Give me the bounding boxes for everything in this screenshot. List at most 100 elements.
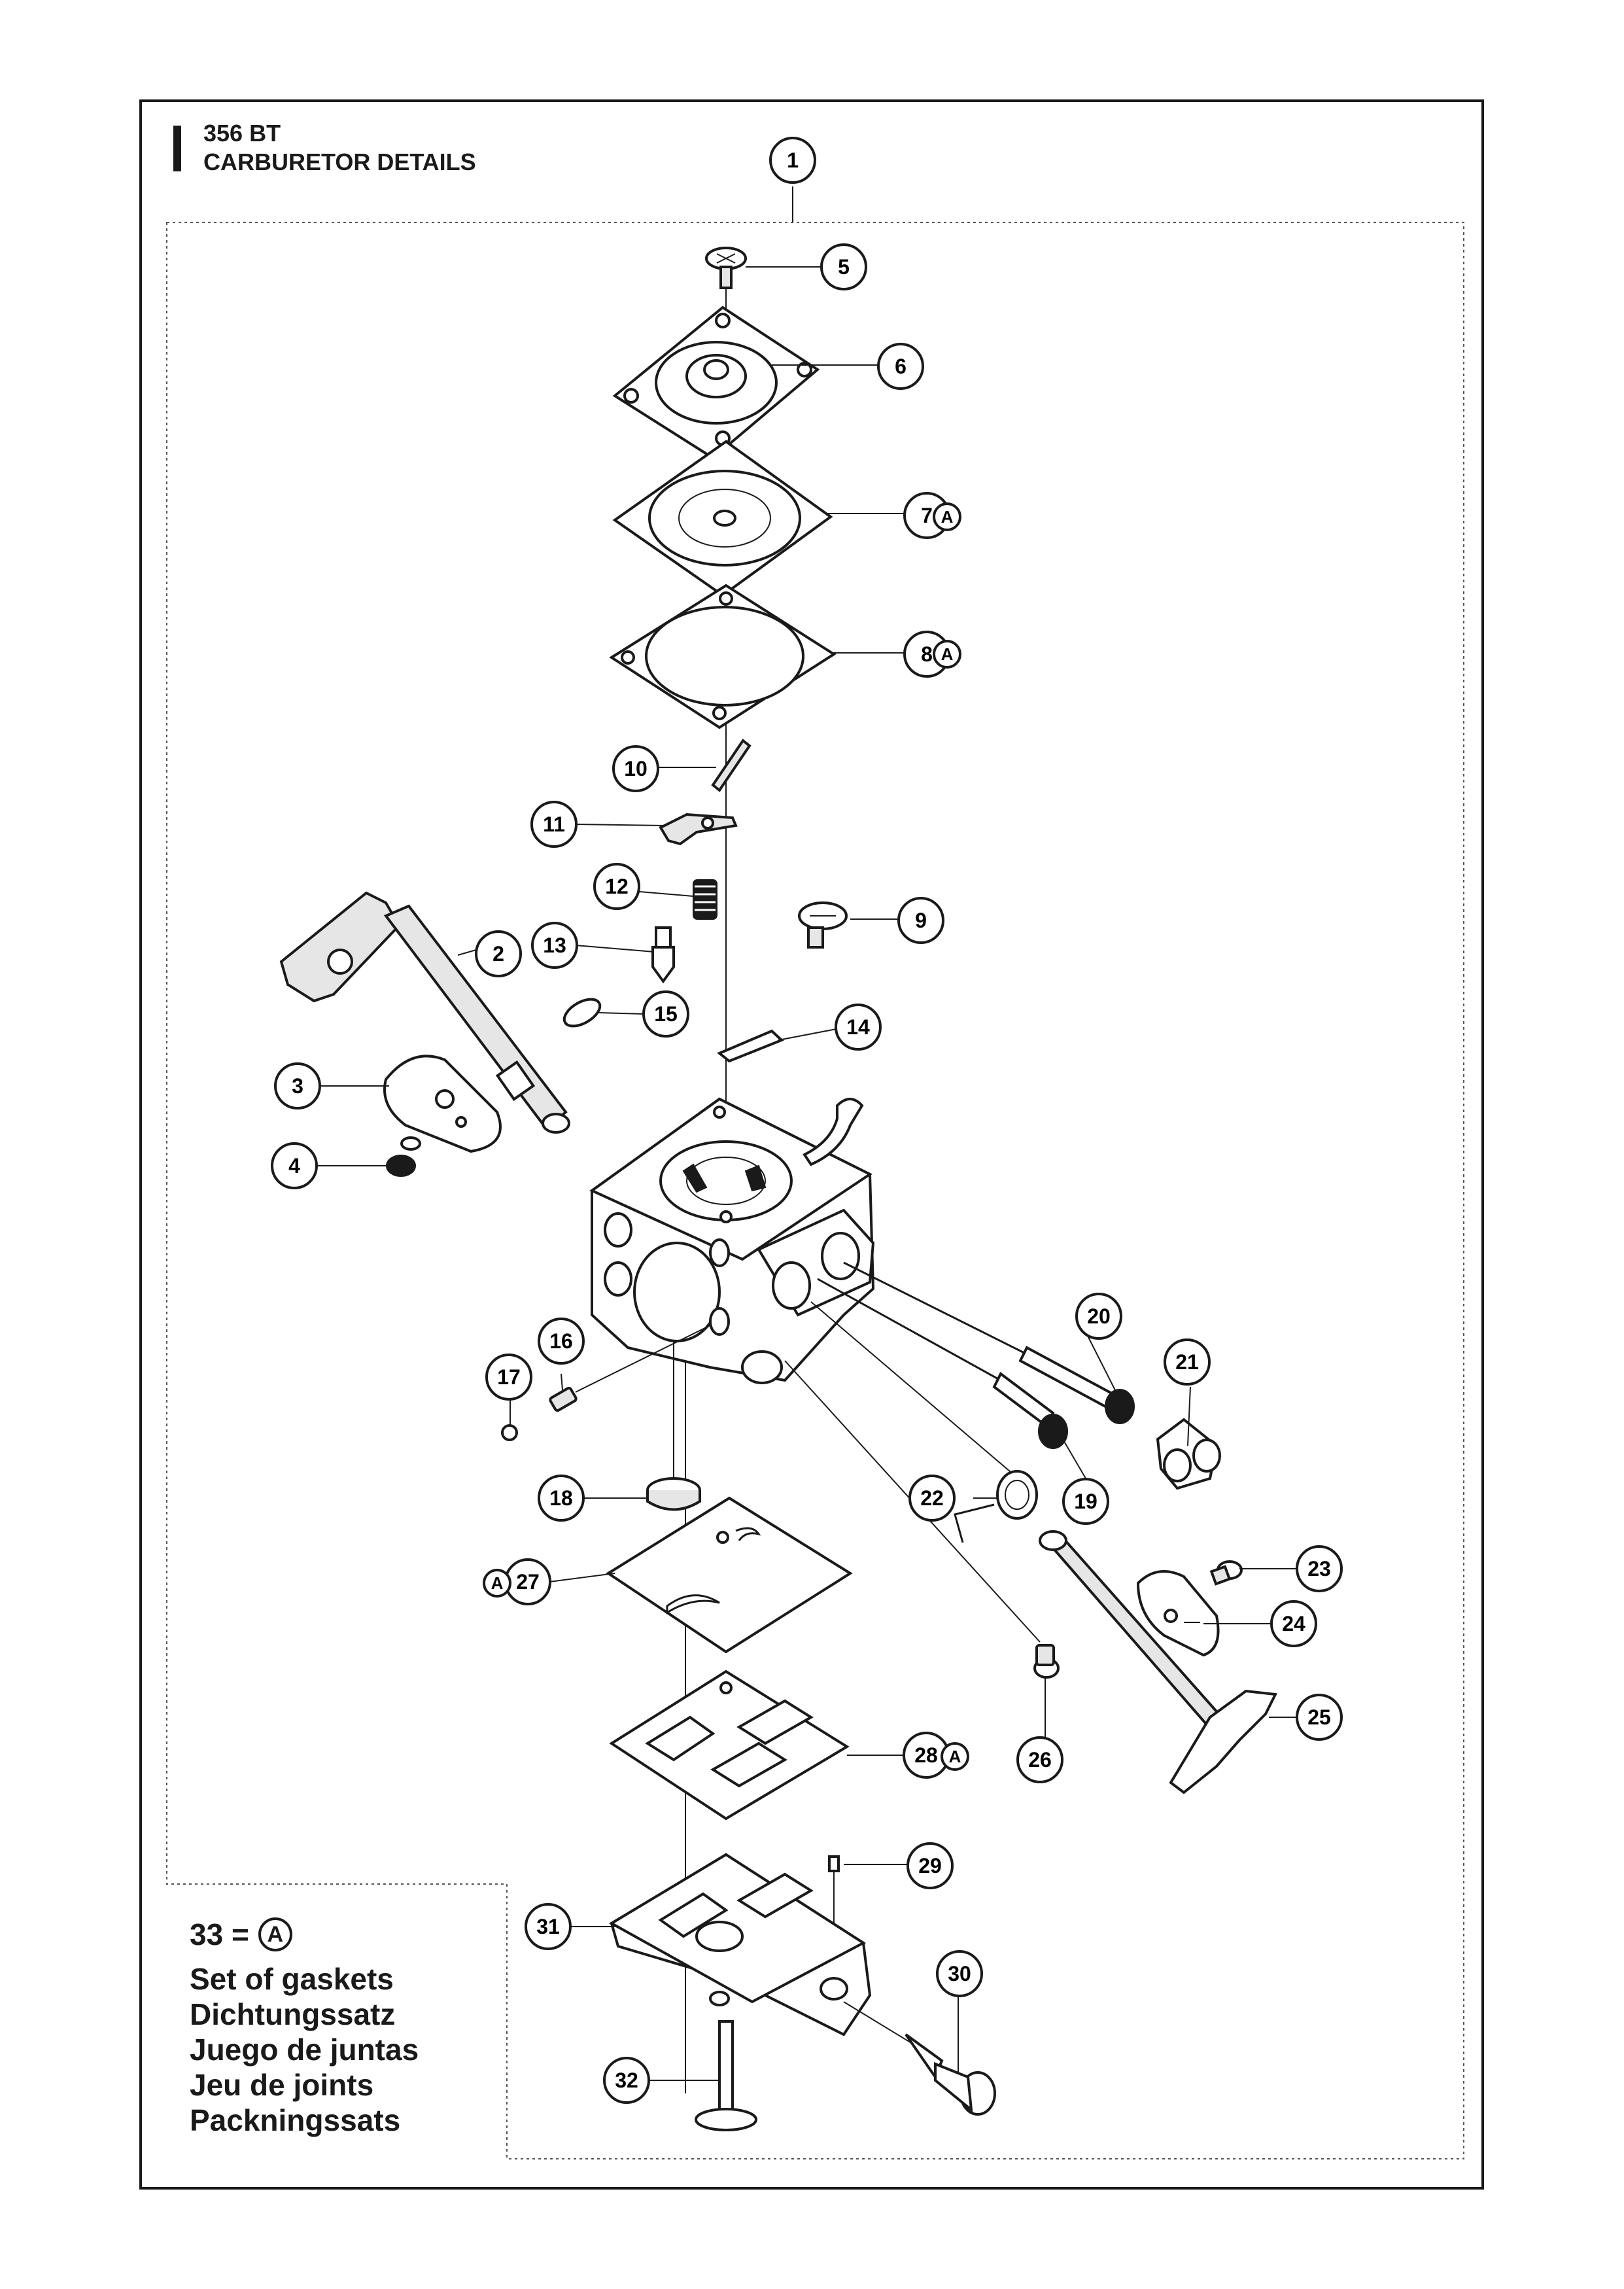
part-needle-13 bbox=[651, 926, 675, 984]
kit-marker-8: A bbox=[933, 640, 961, 669]
svg-text:11: 11 bbox=[543, 813, 565, 836]
kit-note-header: 33 = A bbox=[190, 1917, 419, 1952]
kit-marker-7: A bbox=[933, 502, 961, 531]
svg-text:17: 17 bbox=[497, 1365, 521, 1389]
svg-text:18: 18 bbox=[549, 1486, 573, 1510]
kit-label-en: Set of gaskets bbox=[190, 1962, 394, 1996]
gasket-kit-note: 33 = A Set of gaskets Dichtungssatz Jueg… bbox=[190, 1917, 419, 2138]
callout-32: 32 bbox=[603, 2057, 650, 2104]
part-seal-14 bbox=[717, 1029, 784, 1063]
part-screw-4 bbox=[386, 1136, 421, 1177]
part-gasket-28 bbox=[609, 1669, 850, 1821]
svg-text:27: 27 bbox=[516, 1570, 540, 1594]
part-screw-9 bbox=[798, 901, 848, 949]
svg-text:3: 3 bbox=[292, 1074, 303, 1098]
part-plug-18 bbox=[646, 1477, 701, 1511]
callout-28: 28 bbox=[903, 1732, 950, 1779]
part-pin-10 bbox=[711, 739, 752, 792]
svg-text:A: A bbox=[949, 1747, 961, 1766]
svg-text:22: 22 bbox=[920, 1486, 944, 1510]
svg-text:25: 25 bbox=[1307, 1705, 1331, 1729]
svg-text:4: 4 bbox=[288, 1154, 300, 1178]
svg-text:5: 5 bbox=[838, 255, 850, 279]
kit-label-sv: Packningssats bbox=[190, 2103, 401, 2137]
part-screw-5 bbox=[705, 247, 747, 289]
part-needle-20 bbox=[843, 1261, 1135, 1424]
part-choke-shaft-25 bbox=[1039, 1530, 1278, 1794]
svg-text:9: 9 bbox=[915, 909, 927, 932]
part-pump-cover-6 bbox=[612, 306, 820, 460]
part-screw-26 bbox=[784, 1360, 1060, 1679]
svg-text:6: 6 bbox=[895, 355, 907, 378]
svg-text:A: A bbox=[941, 507, 954, 527]
callout-18: 18 bbox=[538, 1475, 585, 1522]
callout-9: 9 bbox=[897, 897, 944, 944]
part-lever-11 bbox=[659, 813, 738, 846]
carburetor-body bbox=[589, 1097, 875, 1384]
svg-text:29: 29 bbox=[918, 1854, 942, 1878]
part-gasket-8 bbox=[609, 584, 837, 729]
svg-text:23: 23 bbox=[1307, 1557, 1331, 1581]
part-throttle-valve-3 bbox=[383, 1055, 502, 1153]
callout-20: 20 bbox=[1075, 1293, 1122, 1340]
part-diaphragm-27 bbox=[606, 1496, 853, 1654]
leader-lines bbox=[315, 266, 1298, 2081]
part-diaphragm-7 bbox=[612, 440, 833, 597]
part-spring-12 bbox=[693, 879, 717, 920]
kit-marker-28: A bbox=[941, 1742, 969, 1771]
callout-15: 15 bbox=[642, 990, 689, 1038]
svg-text:15: 15 bbox=[654, 1002, 678, 1026]
callout-14: 14 bbox=[835, 1004, 882, 1051]
callout-4: 4 bbox=[271, 1142, 318, 1189]
callout-1: 1 bbox=[769, 137, 816, 184]
kit-marker-27: A bbox=[483, 1569, 511, 1598]
callout-26: 26 bbox=[1016, 1736, 1063, 1783]
callout-21: 21 bbox=[1164, 1338, 1211, 1386]
svg-text:12: 12 bbox=[605, 875, 629, 898]
part-torsion-spring-22 bbox=[954, 1470, 1038, 1543]
callout-23: 23 bbox=[1296, 1545, 1343, 1592]
svg-text:10: 10 bbox=[624, 757, 648, 780]
callout-19: 19 bbox=[1062, 1478, 1109, 1525]
svg-text:A: A bbox=[491, 1573, 504, 1593]
kit-marker-legend: A bbox=[258, 1917, 292, 1951]
callout-16: 16 bbox=[538, 1318, 585, 1365]
kit-label-es: Juego de juntas bbox=[190, 2033, 419, 2067]
callout-12: 12 bbox=[593, 863, 640, 910]
part-needle-19 bbox=[817, 1278, 1068, 1449]
svg-text:24: 24 bbox=[1282, 1612, 1305, 1635]
page-frame bbox=[139, 99, 1484, 2190]
svg-text:13: 13 bbox=[543, 934, 566, 957]
callout-29: 29 bbox=[907, 1842, 954, 1889]
part-ball-17 bbox=[501, 1424, 518, 1441]
svg-text:30: 30 bbox=[948, 1962, 971, 1985]
svg-text:1: 1 bbox=[787, 149, 799, 172]
callout-30: 30 bbox=[936, 1950, 983, 1997]
callout-25: 25 bbox=[1296, 1694, 1343, 1741]
diagram-title: CARBURETOR DETAILS bbox=[203, 149, 476, 175]
callout-31: 31 bbox=[525, 1903, 572, 1950]
callout-5: 5 bbox=[820, 243, 867, 290]
part-spring-16 bbox=[549, 1386, 578, 1412]
callouts: 1 5 6 7 8 10 11 12 9 13 2 15 14 3 4 20 2… bbox=[271, 137, 1343, 2104]
callout-6: 6 bbox=[877, 343, 924, 390]
model-label: 356 BT bbox=[203, 120, 281, 147]
svg-text:7: 7 bbox=[921, 504, 933, 527]
part-caps-21 bbox=[1156, 1418, 1221, 1490]
callout-3: 3 bbox=[274, 1062, 321, 1110]
part-screw-23 bbox=[1209, 1560, 1243, 1586]
part-throttle-shaft-2 bbox=[279, 891, 570, 1134]
kit-label-de: Dichtungssatz bbox=[190, 1997, 396, 2031]
callout-11: 11 bbox=[530, 801, 578, 848]
callout-24: 24 bbox=[1270, 1600, 1317, 1647]
svg-text:26: 26 bbox=[1028, 1748, 1052, 1772]
part-pump-body-31 bbox=[609, 1853, 872, 2036]
svg-text:20: 20 bbox=[1087, 1304, 1111, 1328]
part-screw-32 bbox=[695, 2020, 757, 2131]
svg-text:8: 8 bbox=[921, 642, 933, 666]
svg-text:31: 31 bbox=[536, 1915, 560, 1938]
kit-number: 33 = bbox=[190, 1917, 249, 1951]
callout-27: 27 bbox=[504, 1558, 551, 1605]
svg-text:32: 32 bbox=[615, 2069, 638, 2092]
